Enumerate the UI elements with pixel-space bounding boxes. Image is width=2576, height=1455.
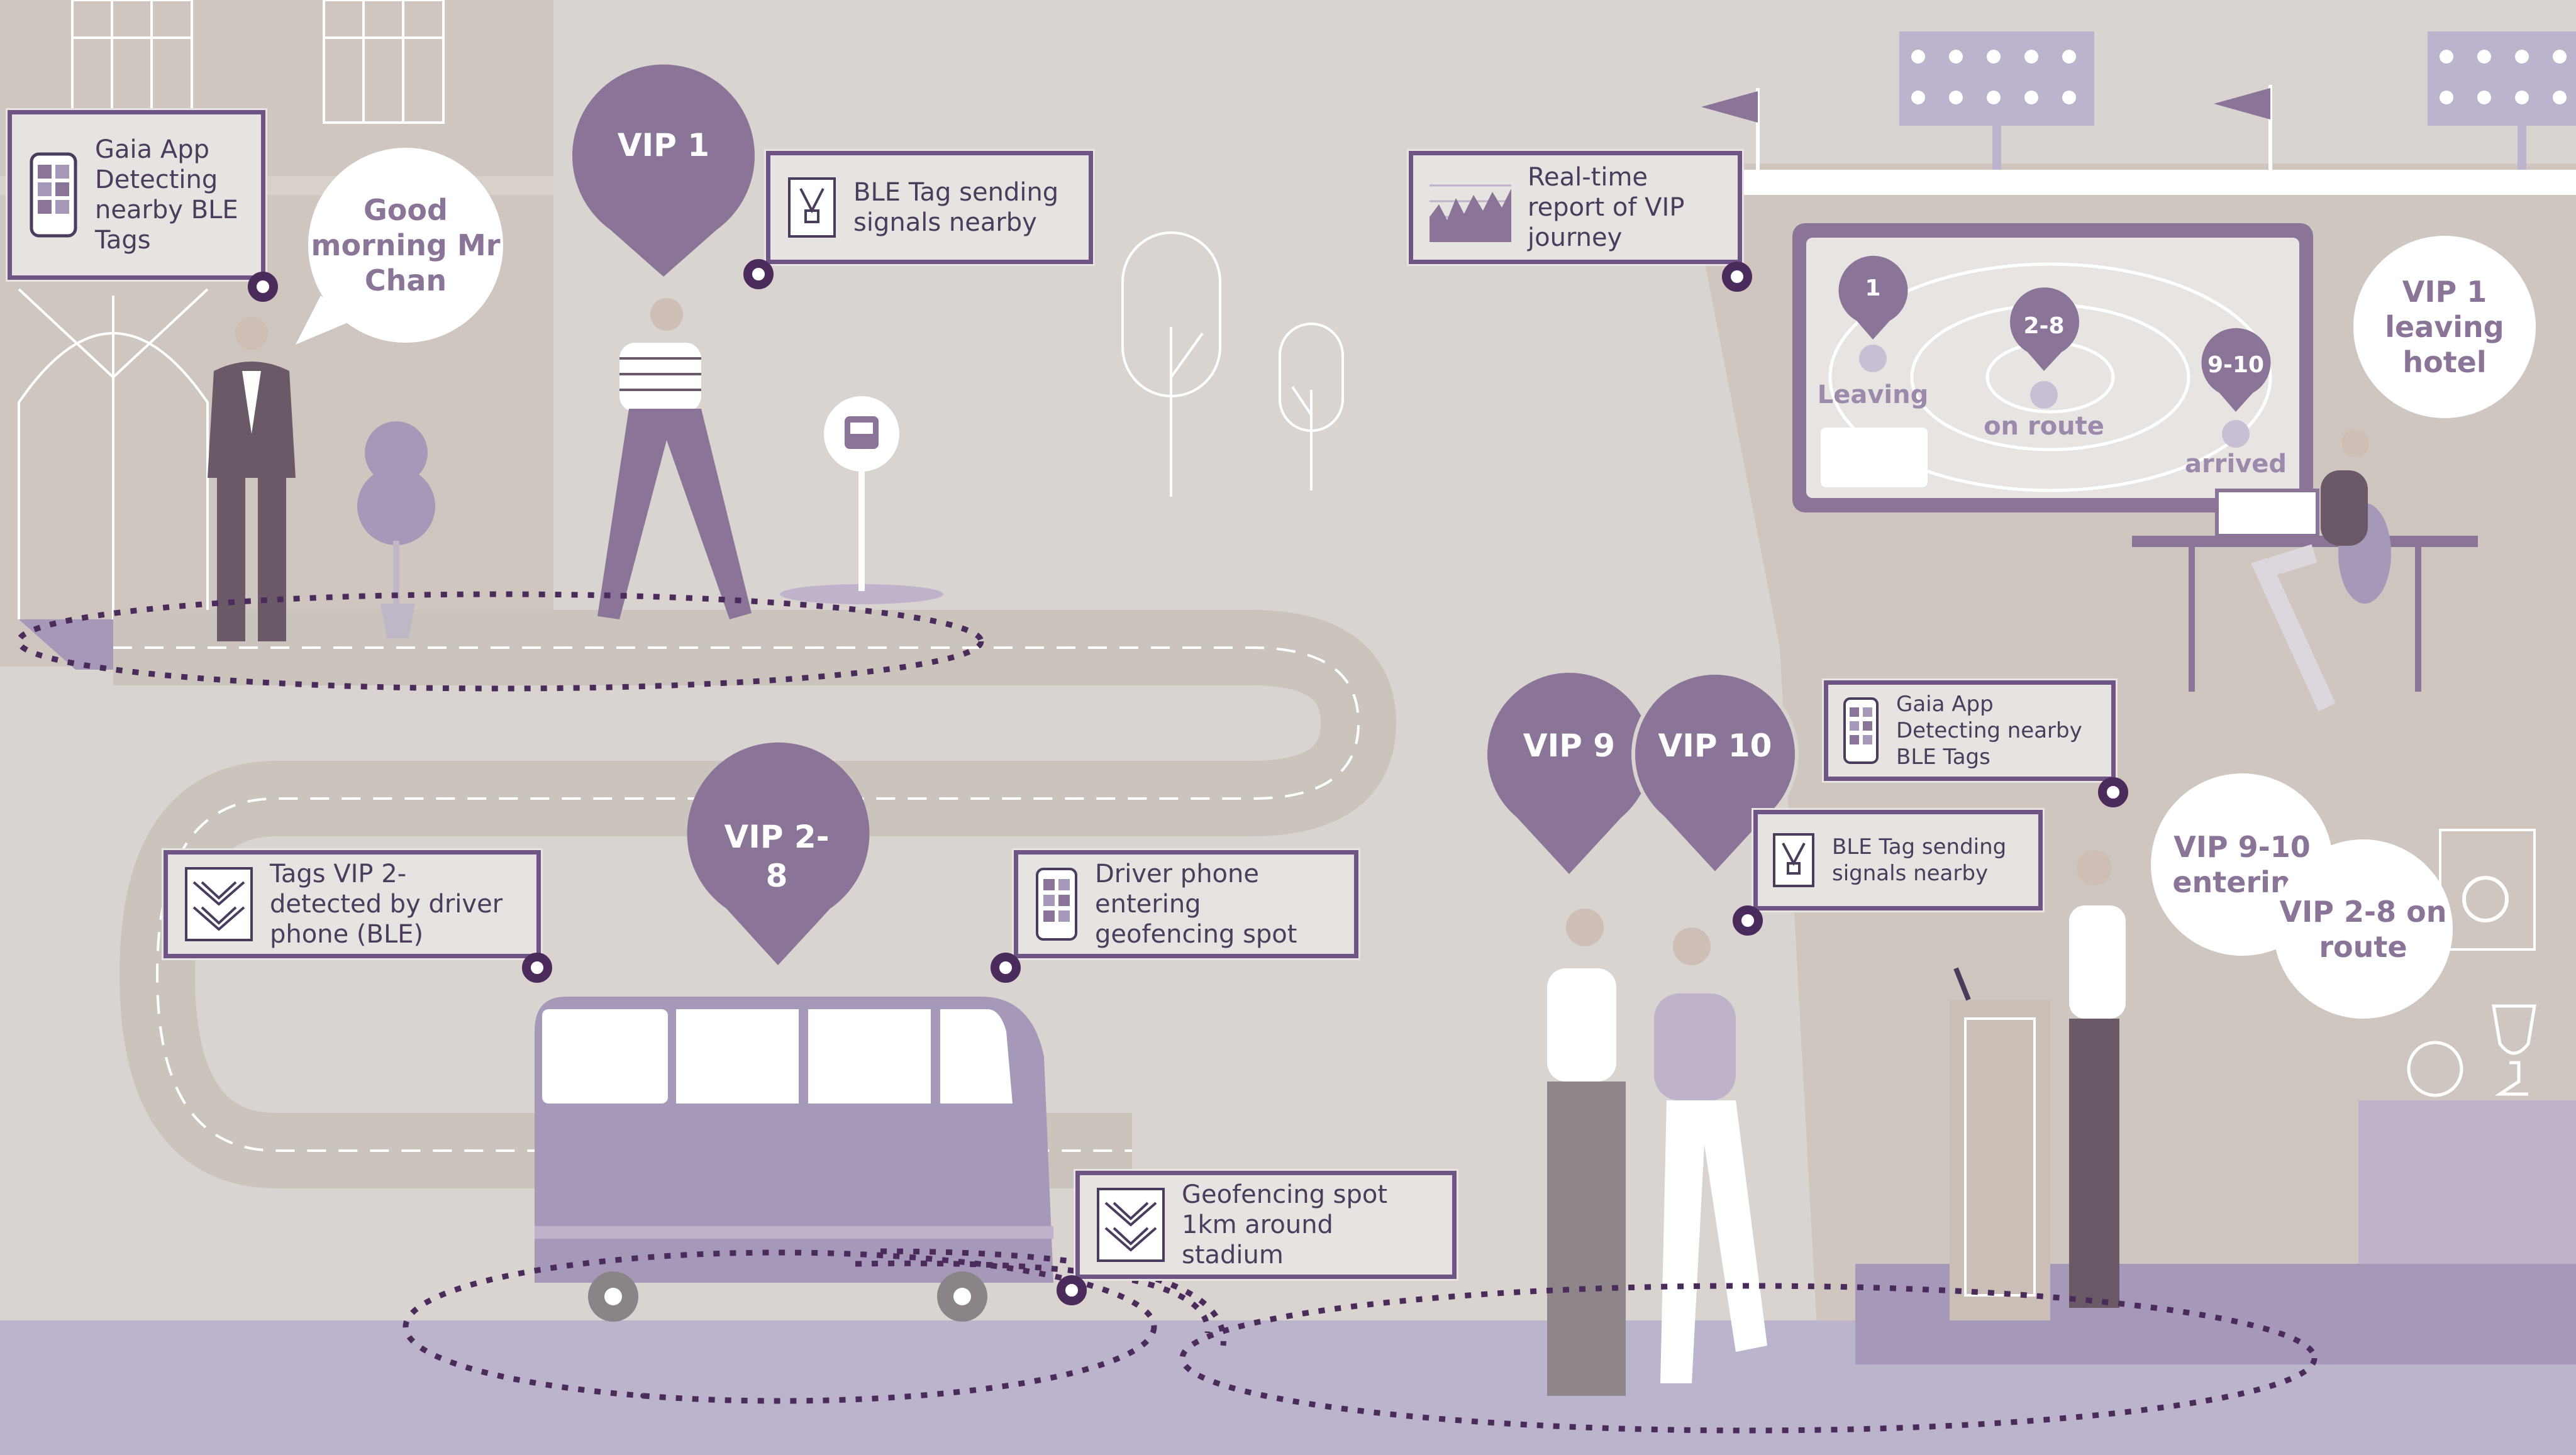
callout-anchor-dot	[1057, 1275, 1087, 1305]
plant-pot	[380, 604, 415, 638]
desk	[2132, 536, 2478, 547]
trees	[1121, 231, 1344, 497]
area-chart-icon	[1430, 184, 1511, 242]
callout-anchor-dot	[991, 953, 1021, 983]
callout-anchor-dot	[2098, 777, 2128, 807]
callout-text: Gaia App Detecting nearby BLE Tags	[1896, 692, 2082, 770]
callout-text: BLE Tag sending signals nearby	[853, 178, 1059, 237]
medal-icon	[2462, 876, 2509, 922]
callout-driver-entering: Driver phone entering geofencing spot	[1014, 850, 1358, 958]
lanyard-tag-icon	[788, 177, 836, 238]
callout-text: Geofencing spot 1km around stadium	[1182, 1180, 1388, 1270]
vip1-walking	[597, 298, 752, 619]
smartphone-app-icon	[30, 152, 77, 238]
screen-status-leaving: Leaving	[1817, 380, 1929, 409]
pin-vip1-label: VIP 1	[617, 127, 710, 163]
callout-tags-vip2: Tags VIP 2- detected by driver phone (BL…	[164, 850, 541, 958]
callout-anchor-dot	[1733, 905, 1763, 936]
pin-vip2-8-label: VIP 2-8	[724, 819, 830, 894]
callout-anchor-dot	[248, 272, 278, 302]
screen-status-on-route: on route	[1984, 412, 2104, 441]
trophy-icon	[2492, 1004, 2536, 1096]
callout-ble-tag-stadium: BLE Tag sending signals nearby	[1753, 810, 2043, 910]
callout-text: BLE Tag sending signals nearby	[1832, 834, 2007, 886]
smartphone-app-icon	[1036, 868, 1077, 941]
wifi-signal-icon	[185, 867, 253, 941]
callout-ble-tag-vip1: BLE Tag sending signals nearby	[766, 151, 1093, 264]
lanyard-tag-icon	[1773, 833, 1814, 887]
stadium-receptionist	[2069, 850, 2126, 1308]
wifi-signal-icon	[1097, 1188, 1165, 1262]
callout-gaia-app-hotel: Gaia App Detecting nearby BLE Tags	[8, 110, 265, 280]
vip9-10-walking	[1547, 909, 1767, 1396]
speech-bubble-greeting: Good morning Mr Chan	[308, 148, 503, 343]
callout-anchor-dot	[1722, 262, 1752, 292]
callout-realtime-report: Real-time report of VIP journey	[1409, 151, 1742, 264]
flag-right	[2214, 88, 2270, 119]
callout-anchor-dot	[743, 259, 774, 289]
doorman	[208, 317, 296, 641]
road-lane-markings	[113, 646, 1360, 1152]
flag-left	[1701, 91, 1758, 123]
status-bubble-vip1: VIP 1 leaving hotel	[2353, 236, 2536, 418]
callout-geofencing-spot: Geofencing spot 1km around stadium	[1075, 1171, 1457, 1279]
football-icon	[2407, 1041, 2463, 1097]
screen-pin-9-10-label: 9-10	[2207, 352, 2265, 378]
screen-status-arrived: arrived	[2185, 450, 2287, 479]
callout-gaia-app-stadium: Gaia App Detecting nearby BLE Tags	[1824, 680, 2116, 781]
screen-pin-1-label: 1	[1865, 275, 1881, 301]
status-bubble-vip2-8: VIP 2-8 on route	[2273, 839, 2453, 1019]
smartphone-app-icon	[1843, 697, 1879, 764]
pin-vip10-label: VIP 10	[1658, 728, 1772, 764]
stadium-lights-left	[1899, 31, 2094, 126]
stadium-lights-right	[2428, 31, 2576, 126]
callout-text: Real-time report of VIP journey	[1528, 163, 1685, 252]
callout-text: Tags VIP 2- detected by driver phone (BL…	[270, 860, 503, 949]
callout-text: Gaia App Detecting nearby BLE Tags	[95, 135, 238, 255]
screen-pin-2-8-label: 2-8	[2023, 313, 2065, 339]
pin-vip9-label: VIP 9	[1523, 728, 1616, 764]
hotel-windows	[18, 0, 445, 619]
callout-text: Driver phone entering geofencing spot	[1095, 860, 1297, 949]
callout-anchor-dot	[522, 953, 552, 983]
laptop	[2215, 489, 2319, 538]
